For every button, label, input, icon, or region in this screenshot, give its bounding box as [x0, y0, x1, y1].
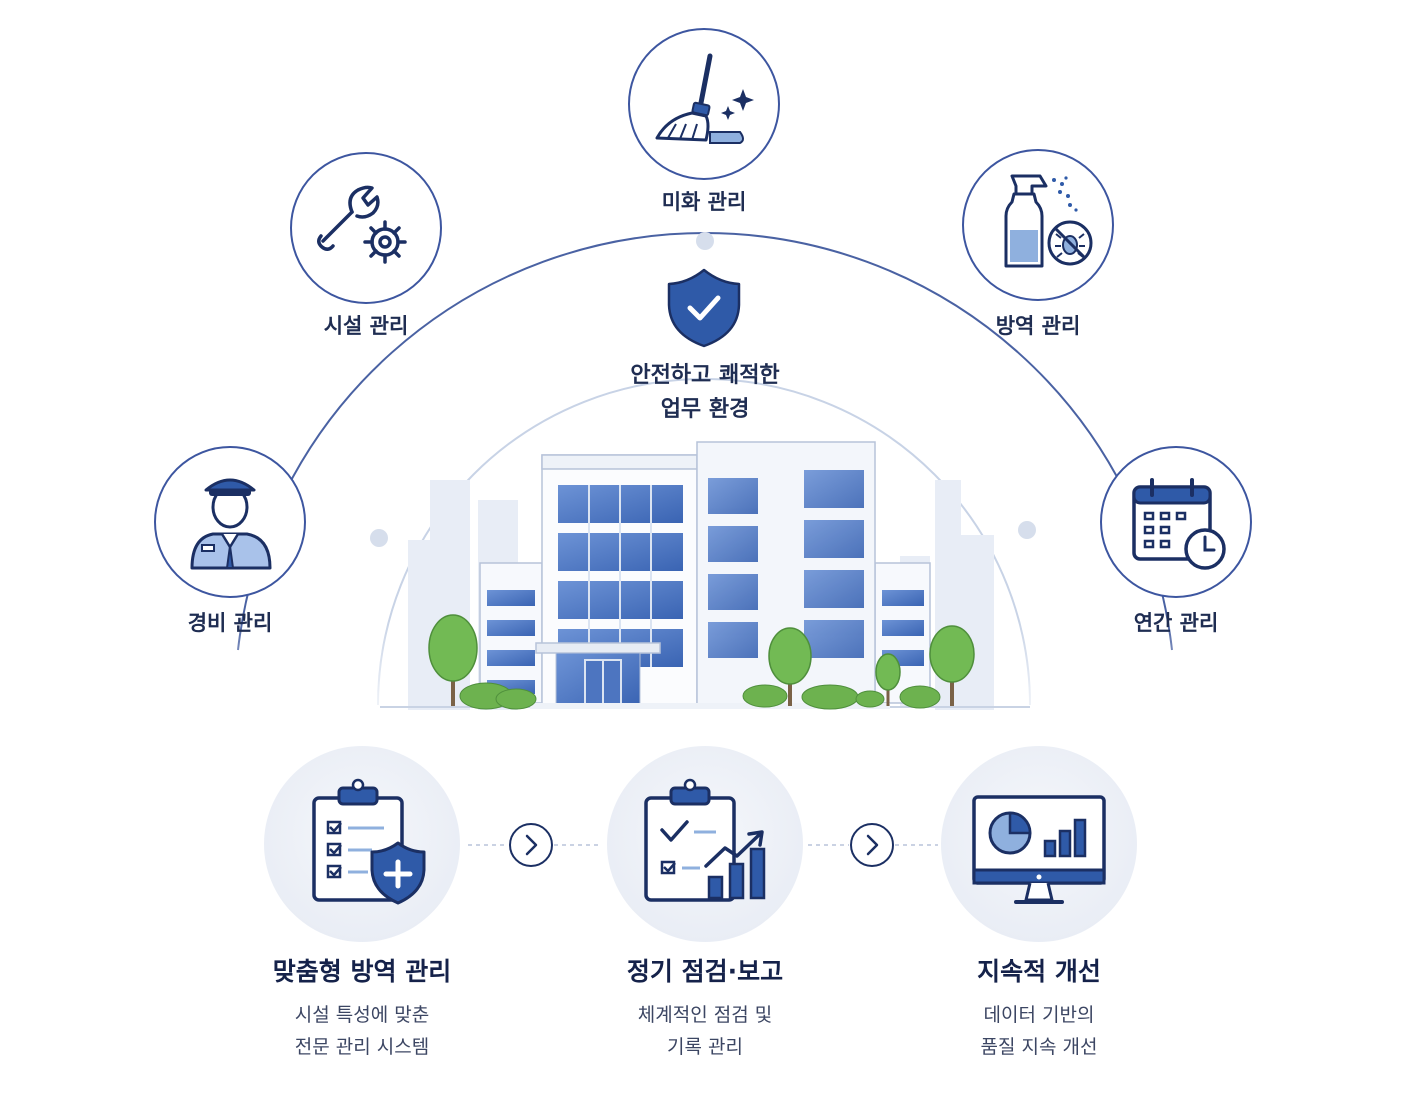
calendar-clock-icon — [1132, 478, 1226, 570]
step-3-title: 지속적 개선 — [977, 957, 1101, 986]
center-title-line1: 안전하고 쾌적한 — [630, 363, 780, 388]
label-annual: 연간 관리 — [1133, 611, 1219, 635]
chevron-right-icon — [525, 834, 538, 856]
node-annual — [1100, 446, 1252, 598]
broom-icon — [655, 53, 754, 144]
label-disinfection: 방역 관리 — [995, 314, 1081, 338]
wrench-gear-icon — [317, 185, 407, 264]
step-2-desc-line2: 기록 관리 — [667, 1036, 743, 1058]
center-title-line2: 업무 환경 — [660, 397, 750, 422]
monitor-chart-icon — [972, 795, 1106, 904]
label-security: 경비 관리 — [187, 611, 273, 635]
spray-bottle-no-bug-icon — [1004, 174, 1093, 268]
flow-arrow-1 — [509, 823, 553, 867]
label-facility: 시설 관리 — [323, 314, 409, 338]
step-icon-3 — [941, 746, 1137, 942]
step-icon-2 — [607, 746, 803, 942]
step-3-desc-line1: 데이터 기반의 — [983, 1004, 1095, 1026]
flow-arrow-2 — [850, 823, 894, 867]
step-1-desc-line2: 전문 관리 시스템 — [294, 1036, 430, 1058]
step-1-desc: 시설 특성에 맞춘 전문 관리 시스템 — [295, 999, 429, 1063]
node-disinfection — [962, 149, 1114, 301]
step-1-desc-line1: 시설 특성에 맞춘 — [294, 1004, 430, 1026]
ring-dots — [370, 232, 1036, 547]
chevron-right-icon — [866, 834, 879, 856]
shield-check-icon — [667, 268, 741, 348]
node-security — [154, 446, 306, 598]
clipboard-chart-icon — [644, 778, 766, 902]
step-2-desc-line1: 체계적인 점검 및 — [637, 1004, 773, 1026]
step-3-desc-line2: 품질 지속 개선 — [980, 1036, 1098, 1058]
center-title: 안전하고 쾌적한 업무 환경 — [630, 359, 779, 427]
step-2-title: 정기 점검·보고 — [626, 957, 784, 986]
step-2-desc: 체계적인 점검 및 기록 관리 — [638, 999, 772, 1063]
step-3-desc: 데이터 기반의 품질 지속 개선 — [981, 999, 1098, 1063]
step-icon-1 — [264, 746, 460, 942]
label-cleaning: 미화 관리 — [661, 190, 747, 214]
step-1-title: 맞춤형 방역 관리 — [272, 957, 452, 986]
clipboard-shield-icon — [312, 778, 426, 905]
trees — [428, 614, 975, 710]
node-cleaning — [628, 28, 780, 180]
office-building-illustration — [380, 441, 1030, 710]
node-facility — [290, 152, 442, 304]
security-guard-icon — [190, 478, 272, 570]
